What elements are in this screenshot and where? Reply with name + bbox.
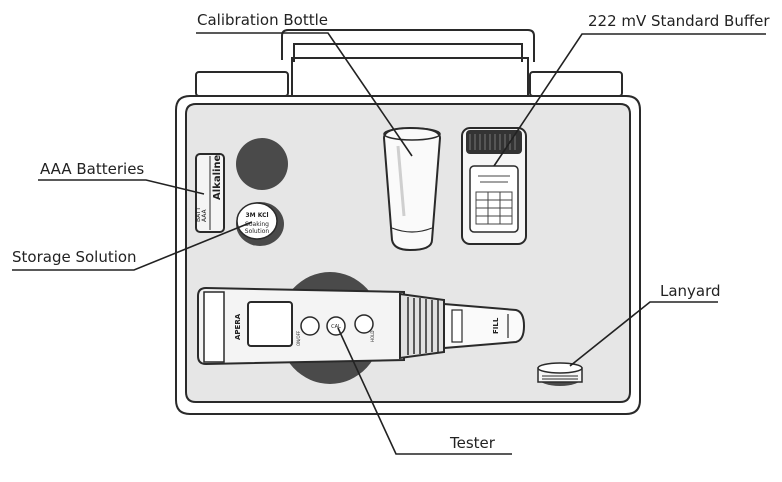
tester-label: Tester bbox=[450, 434, 495, 452]
tester-button-mid: CAL bbox=[331, 324, 341, 330]
standard-buffer-label: 222 mV Standard Buffer bbox=[588, 12, 770, 30]
calibration-bottle-label: Calibration Bottle bbox=[197, 11, 329, 29]
leader-calibration-bottle bbox=[196, 32, 413, 157]
tester-button-right: HOLD bbox=[370, 331, 375, 342]
aaa-batteries-label: AAA Batteries bbox=[40, 160, 145, 178]
solution-cap-line3: Solution bbox=[245, 228, 270, 235]
leader-lanyard bbox=[569, 301, 718, 367]
leader-aaa-batteries bbox=[38, 179, 205, 195]
lanyard-label: Lanyard bbox=[660, 282, 721, 300]
battery-icon: Alkaline AAA BATT bbox=[195, 153, 225, 233]
cup-icon bbox=[382, 126, 442, 252]
battery-brand-text: Alkaline bbox=[212, 154, 223, 200]
battery-size-text: AAA bbox=[201, 208, 208, 222]
battery-batt-text: BATT bbox=[195, 207, 202, 222]
solution-cap-line2: Soaking bbox=[245, 221, 269, 228]
round-recess bbox=[236, 138, 288, 190]
tester-icon: APERA ON/OFF CAL HOLD FILL bbox=[197, 272, 526, 384]
storage-solution-label: Storage Solution bbox=[12, 248, 137, 266]
leader-storage-solution bbox=[12, 221, 253, 271]
tester-button-left: ON/OFF bbox=[296, 330, 301, 346]
leader-standard-buffer bbox=[493, 33, 766, 167]
leader-tester bbox=[337, 327, 512, 455]
solution-bottle-icon: 3M KCl Soaking Solution bbox=[236, 202, 284, 246]
buffer-bottle-icon bbox=[461, 127, 527, 245]
lanyard-icon bbox=[537, 362, 583, 386]
leader-lines bbox=[12, 32, 766, 455]
solution-cap-line1: 3M KCl bbox=[245, 212, 268, 219]
tester-cap-text: FILL bbox=[492, 317, 500, 334]
tester-brand-text: APERA bbox=[234, 313, 242, 340]
